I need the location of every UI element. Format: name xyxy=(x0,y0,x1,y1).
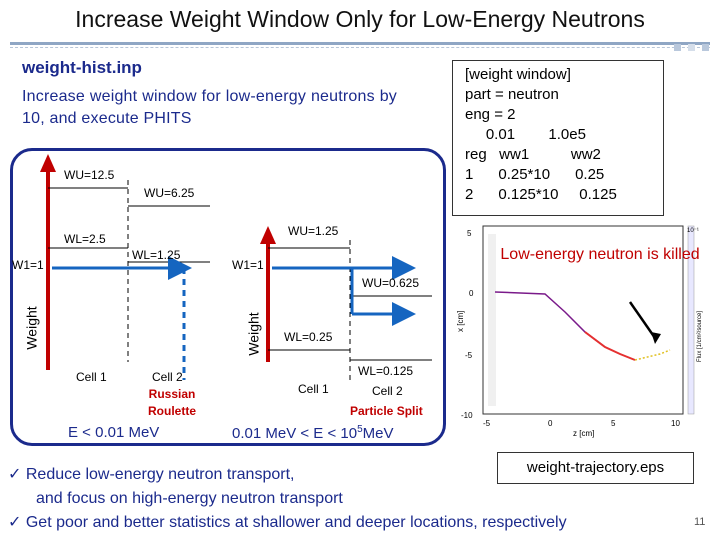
svg-text:0: 0 xyxy=(548,419,553,428)
killed-callout: Low-energy neutron is killed xyxy=(500,246,700,263)
bullet-1: ✓ Reduce low-energy neutron transport, xyxy=(8,466,295,483)
decor-square xyxy=(702,44,709,51)
weight-window-input-box: [weight window] part = neutron eng = 2 0… xyxy=(452,60,664,216)
cell2-label-right: Cell 2 xyxy=(372,384,403,398)
checkmark-icon: ✓ xyxy=(8,514,26,531)
svg-text:5: 5 xyxy=(611,419,616,428)
weight-axis-left-head xyxy=(40,154,56,172)
bullet-1-continued: and focus on high-energy neutron transpo… xyxy=(36,490,343,507)
weight-axis-label: Weight xyxy=(23,306,40,350)
bullet-2: ✓ Get poor and better statistics at shal… xyxy=(8,514,567,531)
svg-text:5: 5 xyxy=(467,229,472,238)
trajectory-caption: weight-trajectory.eps xyxy=(497,452,694,484)
weight-axis-right-head xyxy=(260,226,276,244)
svg-text:-5: -5 xyxy=(465,351,473,360)
slide-title: Increase Weight Window Only for Low-Ener… xyxy=(75,6,645,32)
svg-text:0: 0 xyxy=(469,289,474,298)
weight-window-diagram-frame xyxy=(10,148,446,446)
svg-text:-10: -10 xyxy=(461,411,473,420)
svg-text:10⁻¹: 10⁻¹ xyxy=(687,228,699,234)
label-wl-right-cell2: WL=0.125 xyxy=(358,364,414,378)
code-line: 1 0.25*10 0.25 xyxy=(465,166,605,183)
energy-range-low: E < 0.01 MeV xyxy=(68,424,160,441)
code-line: 2 0.125*10 0.125 xyxy=(465,186,617,203)
svg-text:-5: -5 xyxy=(483,419,491,428)
checkmark-icon: ✓ xyxy=(8,466,26,483)
code-line: [weight window] xyxy=(465,66,571,83)
input-filename: weight-hist.inp xyxy=(22,58,142,77)
energy-range-high: 0.01 MeV < E < 105MeV xyxy=(232,424,394,442)
particle-split-label: Particle Split xyxy=(350,404,423,418)
svg-text:z [cm]: z [cm] xyxy=(573,429,594,438)
cell2-label: Cell 2 xyxy=(152,370,183,384)
label-w1: W1=1 xyxy=(12,258,44,272)
decor-square xyxy=(674,44,681,51)
trajectory-plot: 5 0 -5 -10 -5 0 5 10 z [cm] x [cm] 10⁻¹ … xyxy=(456,225,703,438)
svg-text:Flux [1/cm²/source]: Flux [1/cm²/source] xyxy=(697,311,703,362)
label-wu-high: WU=12.5 xyxy=(64,168,115,182)
page-number: 11 xyxy=(694,516,706,528)
russian-roulette-label: Russian Roulette xyxy=(148,387,196,418)
label-w1-right: W1=1 xyxy=(232,258,264,272)
code-line: part = neutron xyxy=(465,86,559,103)
trajectory-killed xyxy=(634,349,671,361)
code-line: reg ww1 ww2 xyxy=(465,146,601,163)
title-divider xyxy=(10,42,710,45)
label-wu-high-right: WU=1.25 xyxy=(288,224,339,238)
label-wl-cell2: WL=1.25 xyxy=(132,248,181,262)
svg-text:10: 10 xyxy=(671,419,680,428)
label-wu-low: WU=6.25 xyxy=(144,186,195,200)
svg-text:x [cm]: x [cm] xyxy=(456,311,465,332)
code-line: eng = 2 xyxy=(465,106,516,123)
code-line: 0.01 1.0e5 xyxy=(465,126,586,143)
cell1-label-right: Cell 1 xyxy=(298,382,329,396)
label-wl-right-cell1: WL=0.25 xyxy=(284,330,333,344)
title-divider-dashed xyxy=(10,47,710,49)
cell1-label: Cell 1 xyxy=(76,370,107,384)
label-wu-low-right: WU=0.625 xyxy=(362,276,420,290)
callout-arrow xyxy=(628,301,657,339)
description: Increase weight window for low-energy ne… xyxy=(22,88,397,127)
label-wl-cell1: WL=2.5 xyxy=(64,232,106,246)
weight-axis-label-right: Weight xyxy=(245,312,262,356)
decor-square xyxy=(688,44,695,51)
trajectory-red xyxy=(584,331,636,361)
